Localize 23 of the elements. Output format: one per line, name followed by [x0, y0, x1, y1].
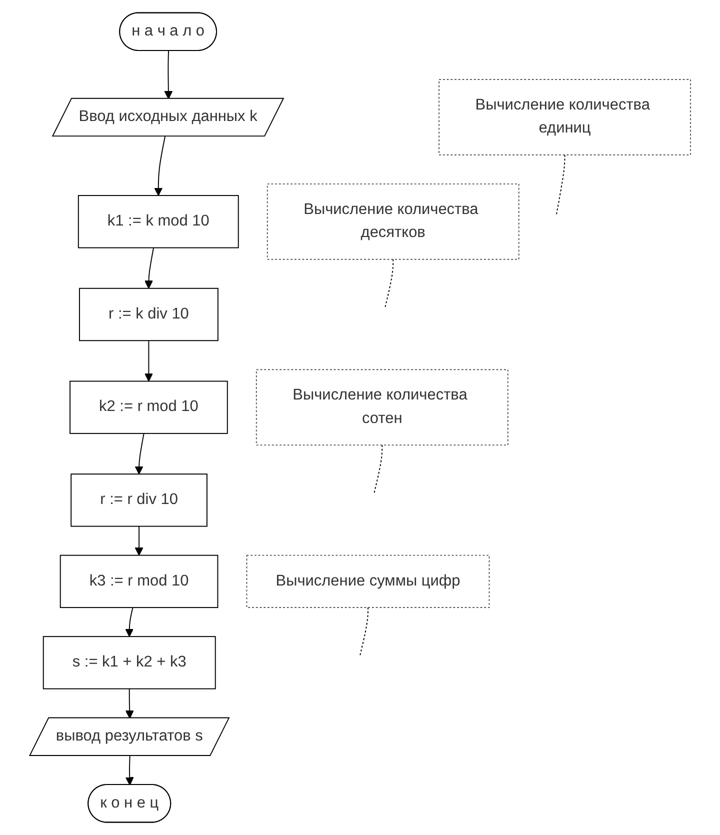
- node-box: k1 := k mod 10: [78, 195, 239, 248]
- arrow: [144, 247, 154, 289]
- connector: [374, 444, 382, 494]
- arrow: [154, 136, 166, 196]
- arrow: [164, 50, 173, 100]
- connector: [359, 607, 368, 656]
- arrow: [124, 607, 134, 637]
- node-box: Вычисление количества десятков: [266, 183, 520, 260]
- node-box: k2 := r mod 10: [69, 380, 228, 434]
- node-box: r := k div 10: [78, 288, 218, 342]
- arrow: [125, 756, 134, 786]
- node-box: Вычисление количества сотен: [256, 369, 508, 446]
- arrow: [144, 340, 153, 382]
- arrow: [125, 688, 134, 719]
- arrow: [134, 526, 144, 556]
- arrow: [134, 432, 144, 474]
- node-box: Вычисление суммы цифр: [246, 554, 490, 608]
- node-box: Вычисление количества единиц: [438, 78, 691, 156]
- node-box: s := k1 + k2 + k3: [42, 636, 216, 690]
- node-box: k3 := r mod 10: [60, 554, 218, 608]
- connector: [384, 258, 394, 308]
- connector: [556, 154, 566, 215]
- node-box: r := r div 10: [70, 474, 208, 527]
